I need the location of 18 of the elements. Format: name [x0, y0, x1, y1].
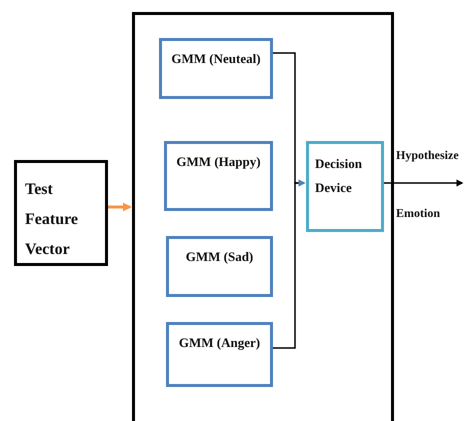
- node-text: GMM (Happy): [176, 153, 261, 171]
- model-box: [164, 141, 273, 211]
- node-text: GMM (Anger): [178, 334, 260, 352]
- node-text: Decision Device: [315, 155, 363, 197]
- model-box: [166, 236, 273, 297]
- arrow: [384, 180, 464, 186]
- output-label: Hypothesize: [396, 148, 459, 163]
- model-box: [166, 322, 273, 387]
- output-label: Emotion: [396, 206, 440, 221]
- frame-box: [132, 12, 394, 421]
- node-text: Test Feature Vector: [25, 180, 80, 260]
- input-box: [14, 160, 108, 266]
- decision-box: [306, 141, 384, 232]
- node-text: GMM (Neuteal): [171, 50, 261, 68]
- model-box: [159, 38, 273, 99]
- arrow: [273, 180, 306, 349]
- node-text: GMM (Sad): [186, 248, 254, 266]
- arrow: [108, 202, 132, 212]
